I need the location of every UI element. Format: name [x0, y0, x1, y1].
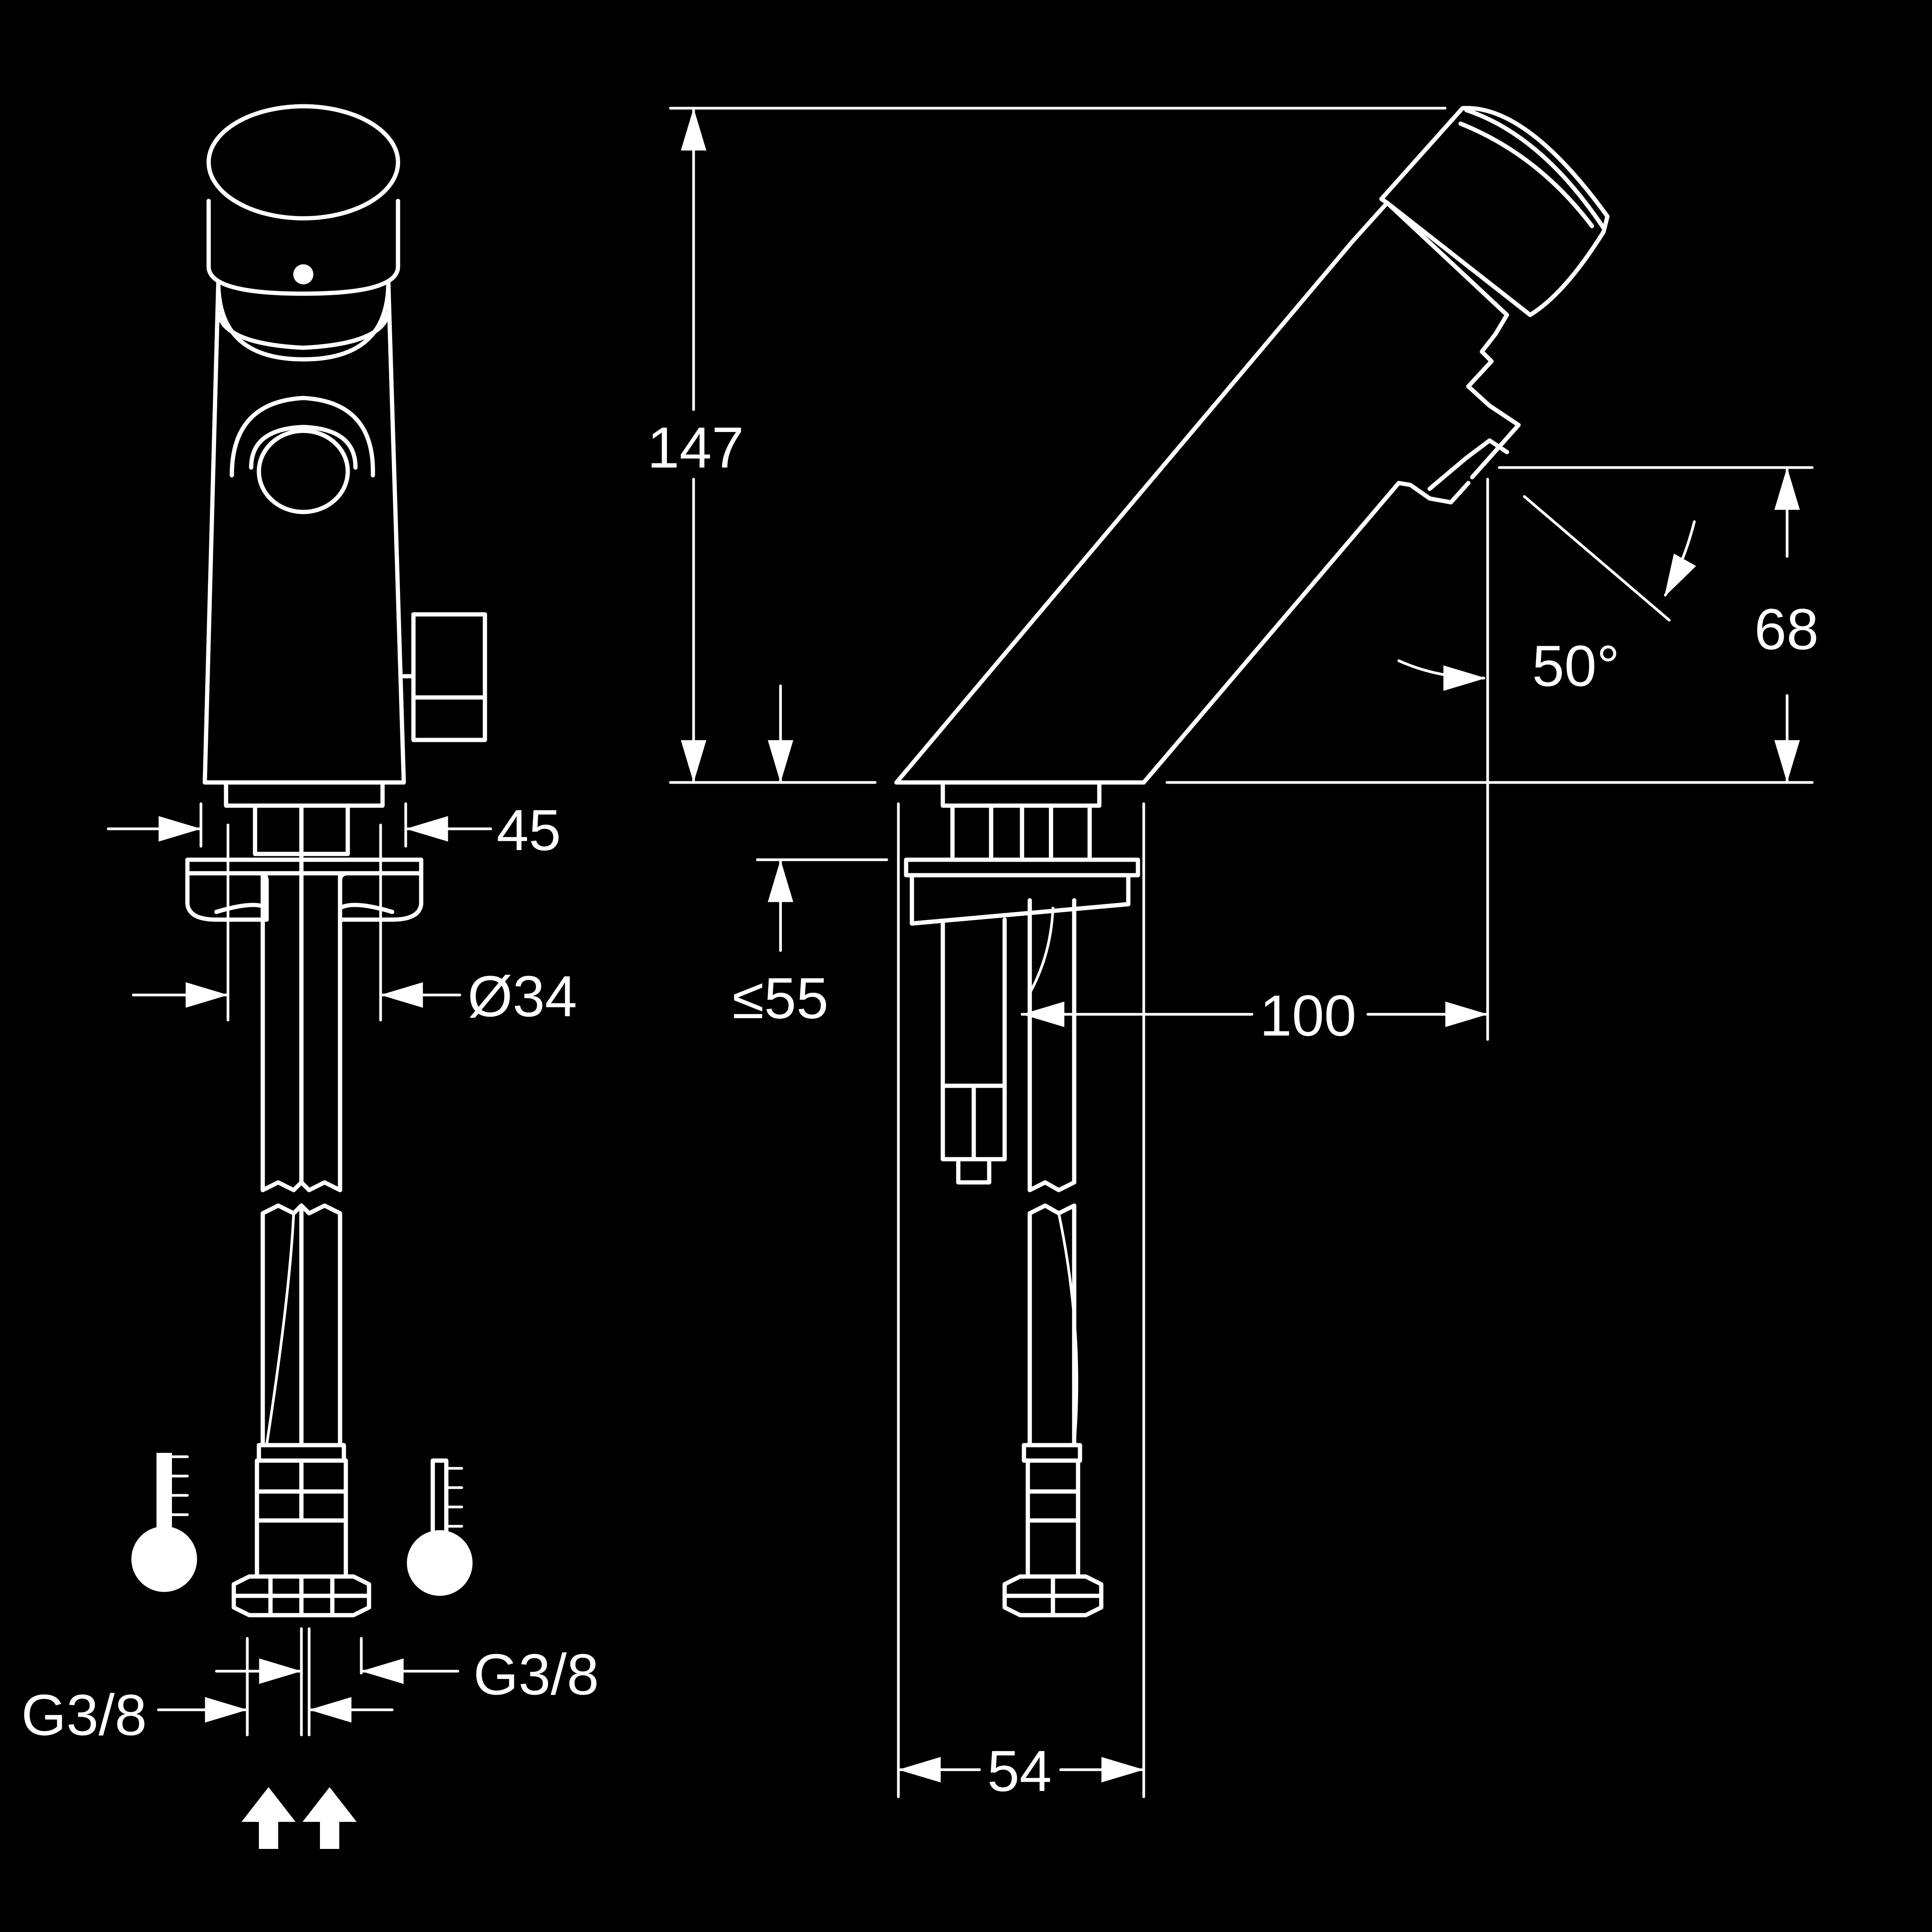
dim-diameter-34: Ø34 — [468, 964, 577, 1029]
up-arrow-icon — [242, 1787, 296, 1849]
dim-45: 45 — [497, 798, 561, 862]
dim-connection-left: G3/8 — [21, 1682, 147, 1747]
dim-max-55: ≤55 — [732, 966, 828, 1031]
dim-147: 147 — [647, 415, 744, 480]
dim-68: 68 — [1754, 597, 1819, 662]
dim-54: 54 — [987, 1738, 1052, 1803]
up-arrow-icon — [303, 1787, 357, 1849]
side-view — [894, 106, 1610, 1617]
dim-100: 100 — [1260, 983, 1356, 1048]
dim-connection-right: G3/8 — [473, 1642, 599, 1707]
thermometer-cold-icon — [407, 1458, 473, 1596]
front-view — [131, 104, 487, 1849]
side-view-dimensions: 147 ≤55 100 68 50° 54 — [647, 107, 1819, 1803]
front-view-dimensions: 45 Ø34 G3/8 G3/8 — [21, 798, 599, 1747]
thermometer-hot-icon — [131, 1453, 197, 1592]
dim-angle-50: 50° — [1532, 633, 1620, 698]
